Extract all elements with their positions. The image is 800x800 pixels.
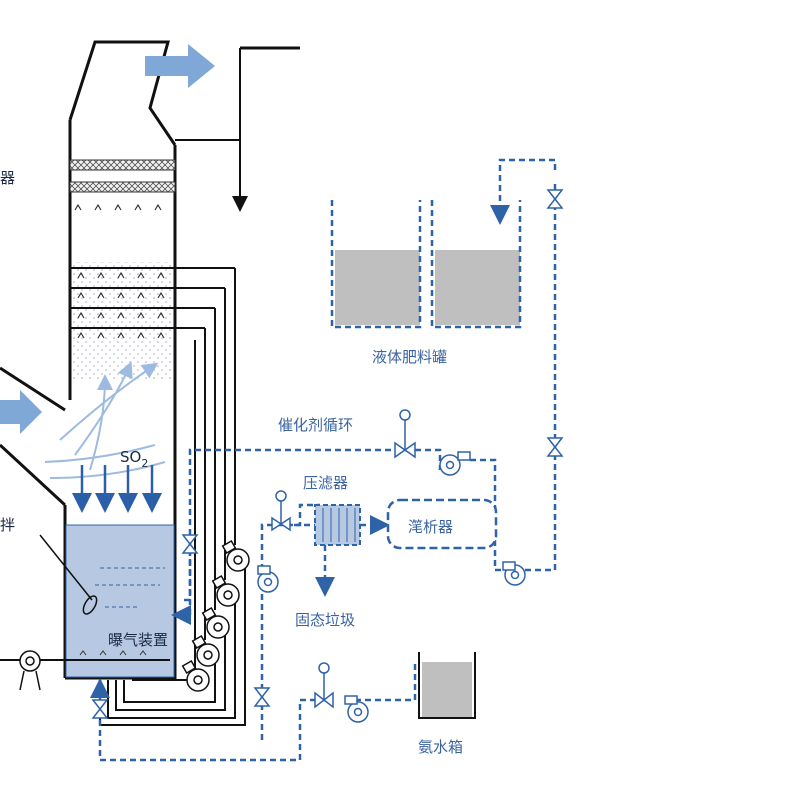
flow-arrow-icon xyxy=(0,44,215,434)
catalyst-circulation-label: 催化剂循环 xyxy=(278,416,353,434)
demister-mesh-upper xyxy=(69,159,176,171)
aeration-label: 曝气装置 xyxy=(108,631,168,649)
crystallizer-label: 滗析器 xyxy=(408,518,453,536)
solid-waste-label: 固态垃圾 xyxy=(295,611,355,629)
pump-icon xyxy=(201,607,230,639)
valve-icon xyxy=(546,189,564,209)
filter-press-label: 压滤器 xyxy=(303,474,348,492)
blower-pump-icon xyxy=(19,650,41,691)
ammonia-tank xyxy=(418,652,476,719)
valve-icon xyxy=(181,534,199,554)
aeration-nozzles xyxy=(79,650,147,656)
liquid-surface-lines xyxy=(95,567,165,608)
spray-zone xyxy=(72,262,172,380)
pump-icon xyxy=(344,695,369,723)
filter-press xyxy=(314,504,361,546)
valve-icon xyxy=(271,490,291,532)
valve-icon xyxy=(314,662,334,709)
so2-label: SO2 xyxy=(120,448,148,470)
pump-icon xyxy=(439,451,471,476)
valve-icon xyxy=(253,687,271,707)
demister-mesh-lower xyxy=(69,181,176,193)
spray-headers xyxy=(70,267,235,329)
pump-icon xyxy=(221,540,250,572)
liquid-fertilizer-tank-1 xyxy=(330,200,422,329)
dashed-process-lines xyxy=(90,158,557,762)
valve-icon xyxy=(91,699,109,719)
valve-icon xyxy=(546,437,564,457)
gas-flow-curves xyxy=(44,361,166,479)
ammonia-tank-label: 氨水箱 xyxy=(418,738,463,756)
liquid-fertilizer-tank-2 xyxy=(430,200,522,329)
liquid-fertilizer-tank-label: 液体肥料罐 xyxy=(372,348,447,366)
pump-icon xyxy=(211,575,240,607)
agitator xyxy=(39,534,98,615)
pump-icon xyxy=(502,561,526,586)
tower-cut-label-mid: 拌 xyxy=(0,516,15,534)
pump-icon xyxy=(181,660,210,692)
crystallizer xyxy=(386,498,498,550)
pump-icon xyxy=(257,565,279,593)
pump-icon xyxy=(191,635,220,667)
spray-nozzles xyxy=(77,271,165,339)
recirculation-pipes xyxy=(99,268,246,726)
recirculation-pumps xyxy=(181,540,250,692)
tower-cut-label-top: 器 xyxy=(0,169,15,187)
so2-arrows xyxy=(72,465,162,513)
demister-nozzles xyxy=(74,203,162,211)
valve-icon xyxy=(394,409,416,459)
